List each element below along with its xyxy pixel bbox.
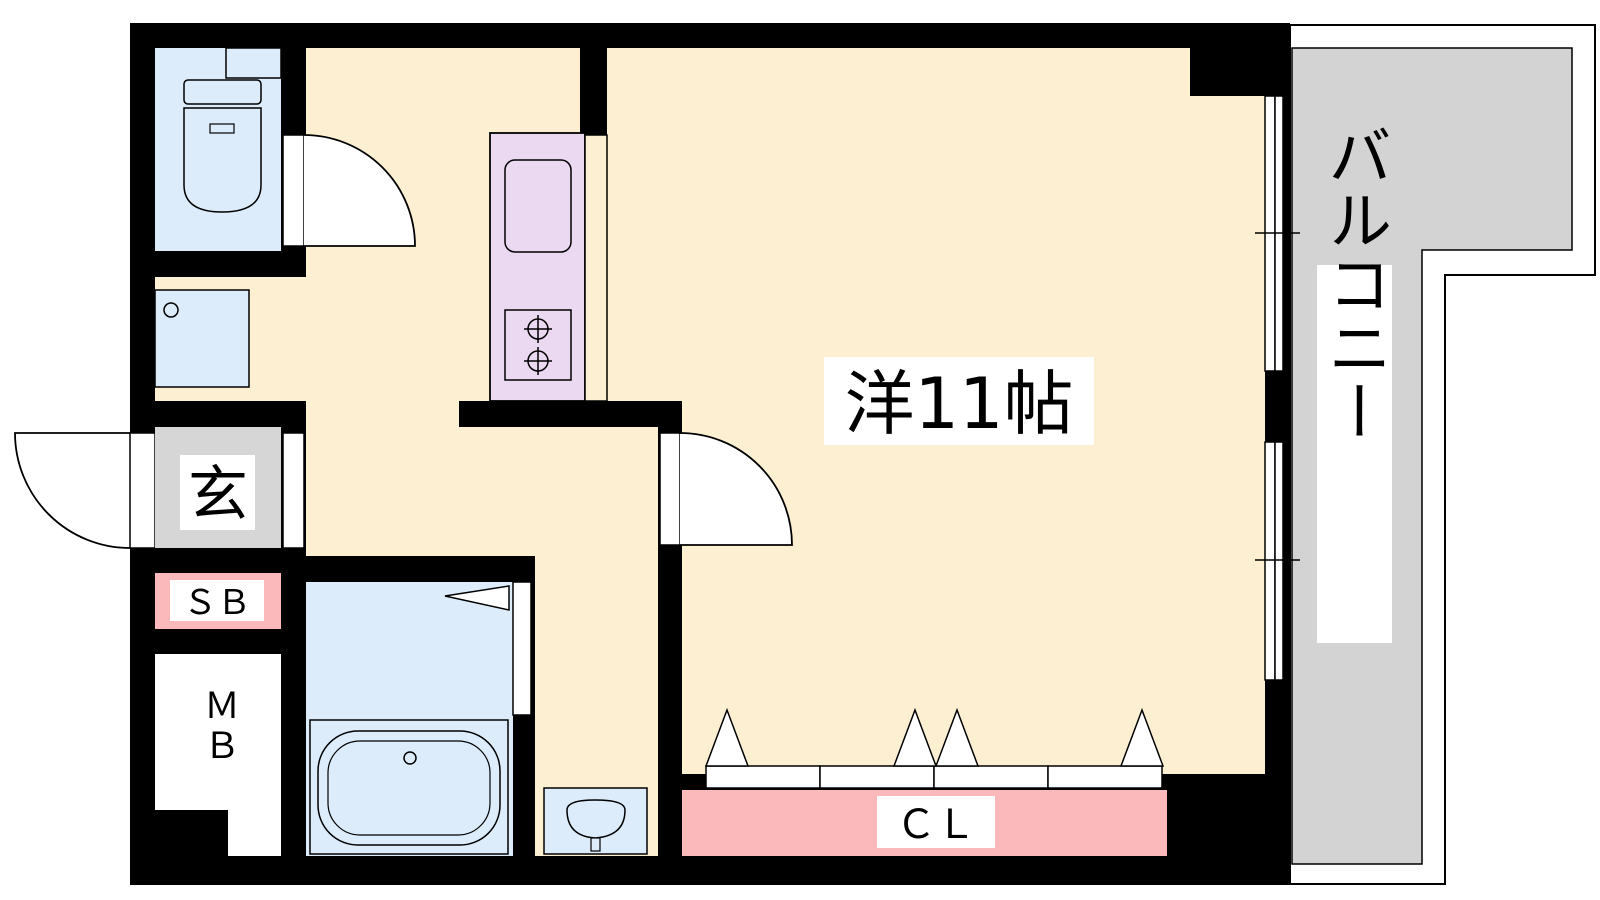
western-room-floor-lower: [682, 410, 1265, 774]
wall: [1190, 48, 1265, 96]
wall: [1167, 774, 1265, 872]
wall: [281, 556, 306, 872]
wall: [281, 556, 535, 582]
room-door[interactable]: [659, 432, 793, 546]
wall: [130, 251, 306, 277]
closet-doors[interactable]: [704, 707, 1165, 789]
meter-box: [155, 654, 281, 856]
shoe-box-label: ＳＢ: [183, 583, 251, 623]
wall: [459, 401, 682, 427]
kitchen-sink-icon: [504, 159, 572, 253]
balcony-label: バルコニー: [1317, 123, 1391, 443]
closet-label: ＣＬ: [896, 802, 976, 848]
wall: [130, 401, 306, 427]
meter-box-label-1: Ｍ: [204, 686, 240, 727]
western-room-label: 洋11帖: [844, 363, 1073, 445]
wall: [580, 23, 607, 135]
toilet-door[interactable]: [282, 134, 416, 247]
western-room-floor: [607, 48, 1265, 410]
entrance-door[interactable]: [14, 432, 156, 549]
toilet-icon: [225, 47, 282, 79]
meter-box-label-2: Ｂ: [204, 726, 240, 767]
entrance-label: 玄: [188, 460, 248, 530]
passage-floor: [530, 410, 658, 856]
